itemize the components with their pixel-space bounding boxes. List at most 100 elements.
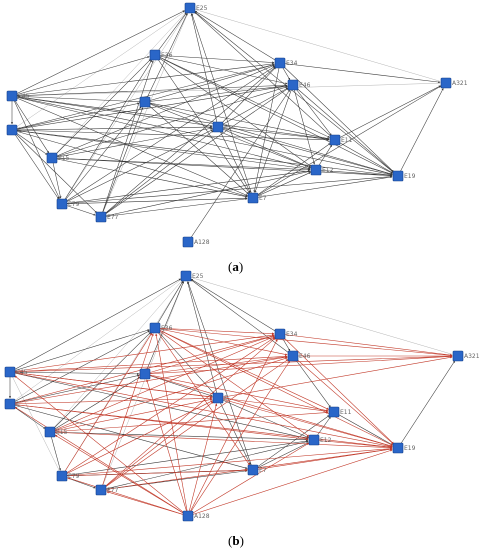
node-E34: E34 <box>274 57 298 69</box>
edge-N3-N7 <box>9 403 248 470</box>
node-label: E45 <box>18 93 30 100</box>
node-square <box>6 90 18 102</box>
edge-N3-E77 <box>11 129 97 214</box>
edge-E45-E46 <box>11 84 288 97</box>
edge-N3-E11 <box>11 129 330 141</box>
edge-E79-E36 <box>61 59 153 205</box>
edge-N7-E12 <box>252 442 309 471</box>
node-square <box>4 366 16 378</box>
edge-E19-A321 <box>397 360 455 449</box>
edge-E15-E19 <box>51 157 393 177</box>
edge-red-A128-E12 <box>187 442 310 517</box>
edge-E79-E19 <box>61 175 393 205</box>
edge-light-E25-A321 <box>185 275 453 355</box>
edge-N7-A321 <box>252 85 442 199</box>
edge-N4-N7 <box>217 126 251 193</box>
edge-red-E45-A321 <box>9 355 453 373</box>
edge-E11-E19 <box>334 139 394 174</box>
node-square <box>139 96 151 108</box>
node-N4: E <box>212 121 228 133</box>
node-label: E15 <box>58 155 70 162</box>
edge-red-E36-N7 <box>154 327 250 466</box>
edge-red-N3-E19 <box>9 403 393 449</box>
edge-E19-A321 <box>397 88 444 177</box>
node-label: E34 <box>286 60 298 67</box>
node-N7: E7 <box>247 192 267 204</box>
node-square <box>310 164 322 176</box>
edge-red-E34-E19 <box>279 333 394 445</box>
edge-red-E79-E34 <box>61 337 276 477</box>
node-E19: E19 <box>392 170 416 182</box>
edge-red-N2-A321 <box>144 355 453 375</box>
edge-E36-E34 <box>154 54 275 64</box>
edge-E15-E34 <box>51 64 275 159</box>
node-square <box>149 322 161 334</box>
edge-N4-E11 <box>217 126 330 141</box>
edge-N2-E46 <box>144 84 288 103</box>
edges-layer <box>10 7 444 243</box>
node-label: E11 <box>340 409 352 416</box>
node-square <box>329 134 341 146</box>
node-E77: E77 <box>95 211 119 223</box>
node-A128: A128 <box>182 510 210 522</box>
node-label: E79 <box>68 473 80 480</box>
edge-E45-E36 <box>9 329 150 373</box>
node-square <box>184 2 196 14</box>
node-label: A321 <box>452 80 468 87</box>
edge-N7-E11 <box>252 415 330 471</box>
edge-red-A128-E19 <box>187 449 393 517</box>
edge-E46-E11 <box>292 84 332 136</box>
node-E25: E25 <box>180 270 204 282</box>
node-label: E77 <box>107 487 119 494</box>
edge-red-A128-E46 <box>187 360 290 517</box>
edge-E15-E36 <box>49 331 151 433</box>
edge-red-E15-E19 <box>49 431 393 449</box>
edge-red-N7-E19 <box>252 448 393 471</box>
node-N4: E <box>212 392 228 404</box>
panel-a-caption: (a) <box>228 259 243 274</box>
node-square <box>287 350 299 362</box>
edge-red-A128-E79 <box>67 477 189 517</box>
edge-red-N4-E19 <box>217 397 393 448</box>
edge-E46-N7 <box>254 84 294 193</box>
node-E11: E11 <box>329 134 353 146</box>
node-square <box>392 170 404 182</box>
edge-E79-E77 <box>61 203 96 216</box>
node-E45: E45 <box>4 366 28 378</box>
edge-N3-N4 <box>11 126 213 131</box>
edge-N2-E34 <box>144 64 275 103</box>
node-square <box>44 426 56 438</box>
edge-E45-N4 <box>11 95 213 127</box>
edge-E45-E12 <box>9 371 309 440</box>
edge-red-E77-E19 <box>100 447 393 491</box>
node-E19: E19 <box>392 442 416 454</box>
edge-N3-N7 <box>11 129 248 197</box>
edge-E46-E12 <box>292 84 316 165</box>
edge-N4-E19 <box>217 126 393 176</box>
edge-red-E79-N4 <box>61 400 213 477</box>
node-E79: E79 <box>56 470 80 482</box>
edge-E45-E15 <box>11 95 49 154</box>
edge-light-E15-E25 <box>51 12 187 159</box>
edge-red-N4-A321 <box>217 356 453 399</box>
edge-N2-E11 <box>144 101 330 140</box>
node-square <box>247 464 259 476</box>
edge-red-E36-A321 <box>154 327 453 357</box>
node-E15: E15 <box>44 426 68 438</box>
edge-N3-E79 <box>11 129 59 200</box>
edge-red-E12-E19 <box>313 439 393 449</box>
edge-E15-E79 <box>51 157 62 199</box>
edge-red-E15-E34 <box>49 336 275 433</box>
edge-E77-E36 <box>100 60 154 218</box>
node-N7: E7 <box>247 464 267 476</box>
node-label: E46 <box>299 82 311 89</box>
edge-light-E15-E25 <box>49 280 183 433</box>
node-E46: E46 <box>287 79 311 91</box>
node-square <box>56 470 68 482</box>
node-A128: A128 <box>182 236 210 248</box>
edge-E34-E25 <box>194 10 281 64</box>
node-E11: E11 <box>328 406 352 418</box>
node-label: A128 <box>194 239 210 246</box>
